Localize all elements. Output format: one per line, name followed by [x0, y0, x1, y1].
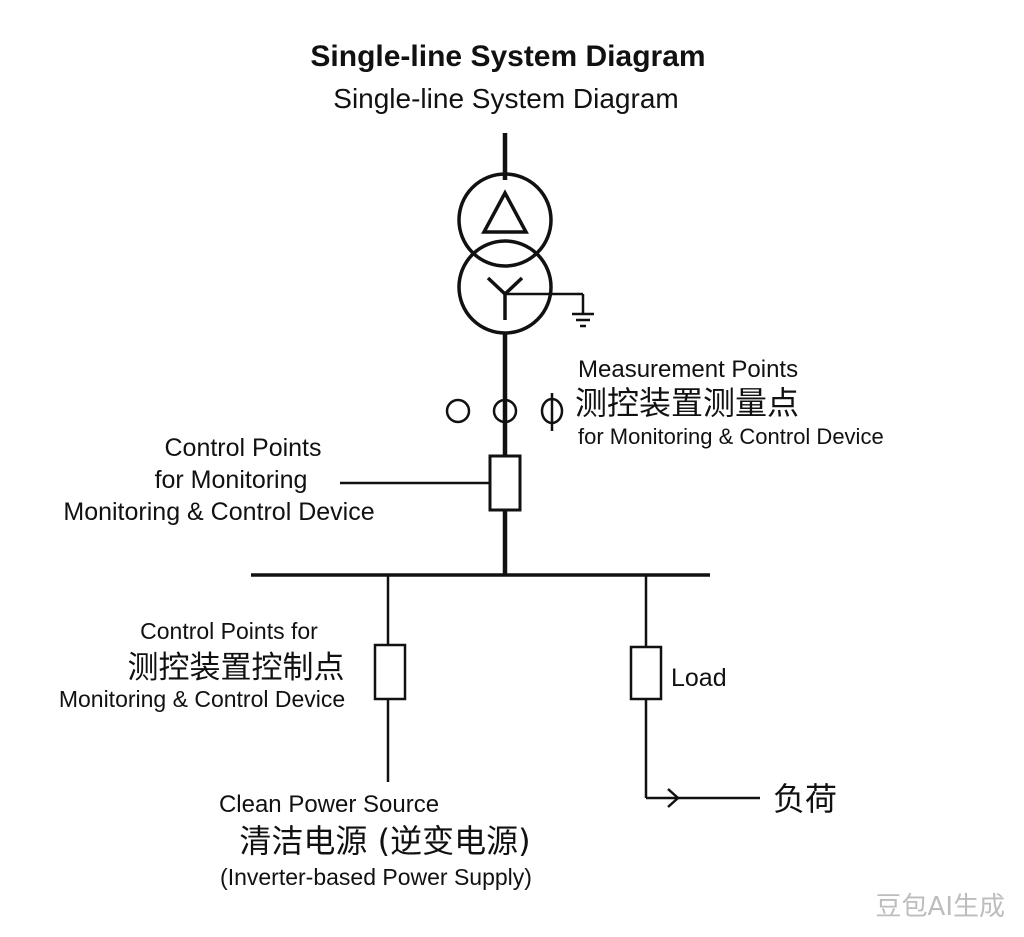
- transformer-primary-winding: [457, 172, 553, 268]
- measurement-point-icon: [445, 398, 471, 424]
- diagram-title: Single-line System Diagram: [310, 40, 705, 73]
- load-label-cn: 负荷: [773, 780, 837, 818]
- control-main-label-2: for Monitoring: [155, 466, 308, 494]
- load-label: Load: [671, 664, 727, 692]
- source-label-cn: 清洁电源 (逆变电源): [239, 822, 530, 860]
- source-control-breaker: [373, 643, 407, 701]
- control-branch-label-cn: 测控装置控制点: [128, 650, 345, 686]
- ground-icon: [505, 292, 594, 328]
- load-breaker: [629, 645, 663, 701]
- measurement-point-icon: [492, 398, 518, 424]
- wye-icon: [486, 276, 524, 320]
- control-branch-label-3: Monitoring & Control Device: [59, 686, 345, 712]
- measurement-label-sub: for Monitoring & Control Device: [578, 424, 884, 449]
- source-label-en: Clean Power Source: [219, 791, 439, 818]
- measurement-points: [445, 393, 564, 431]
- main-control-breaker: [488, 454, 522, 512]
- arrow-right-icon: [667, 788, 680, 808]
- phi-icon: [540, 393, 564, 431]
- source-label-sub: (Inverter-based Power Supply): [220, 864, 532, 890]
- control-branch-label-1: Control Points for: [140, 618, 318, 644]
- watermark-text: 豆包AI生成: [876, 892, 1005, 922]
- measurement-label-en: Measurement Points: [578, 356, 798, 383]
- diagram-subtitle: Single-line System Diagram: [333, 83, 678, 114]
- control-main-label-1: Control Points: [164, 434, 321, 462]
- delta-icon: [481, 189, 529, 234]
- transformer-symbol: [457, 172, 594, 335]
- control-main-label-3: Monitoring & Control Device: [63, 498, 374, 526]
- measurement-label-cn: 测控装置测量点: [575, 384, 799, 422]
